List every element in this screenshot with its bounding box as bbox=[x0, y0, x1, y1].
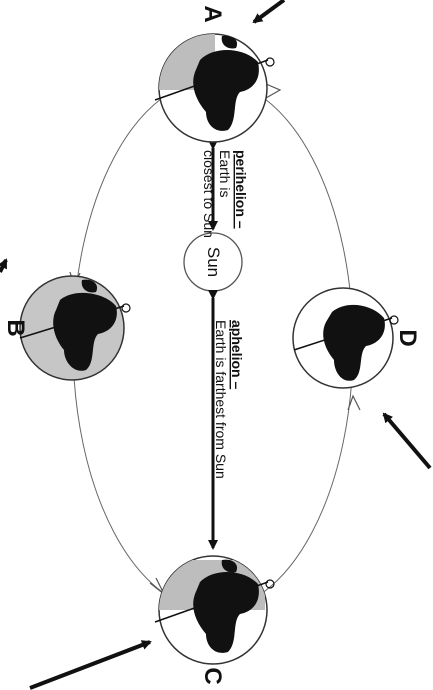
sunlight-arrow-d bbox=[382, 412, 432, 470]
sun-label: Sun bbox=[204, 247, 223, 277]
sunlight-arrow-c bbox=[29, 640, 152, 690]
sunlight-arrow-b bbox=[0, 258, 8, 273]
perihelion-title: perihelion – bbox=[233, 150, 249, 229]
sunlight-arrow-a bbox=[252, 0, 286, 24]
aphelion-title: aphelion – bbox=[229, 320, 245, 389]
orbit-direction-arrow bbox=[347, 394, 361, 411]
earth-globe-a bbox=[154, 33, 275, 143]
earth-globe-d bbox=[292, 287, 399, 389]
earth-globe-c bbox=[154, 555, 275, 665]
orbit-direction-arrow bbox=[265, 83, 282, 99]
perihelion-line2: closest to Sun bbox=[201, 150, 217, 238]
position-label-a: A bbox=[199, 5, 226, 22]
aphelion-text: Earth is farthest from Sun bbox=[213, 320, 229, 479]
position-label-b: B bbox=[2, 319, 29, 336]
position-label-d: D bbox=[394, 329, 421, 346]
perihelion-line1: Earth is bbox=[217, 150, 233, 197]
earth-globe-b bbox=[19, 275, 131, 381]
position-label-c: C bbox=[199, 667, 226, 684]
sun: Sun bbox=[183, 232, 243, 292]
